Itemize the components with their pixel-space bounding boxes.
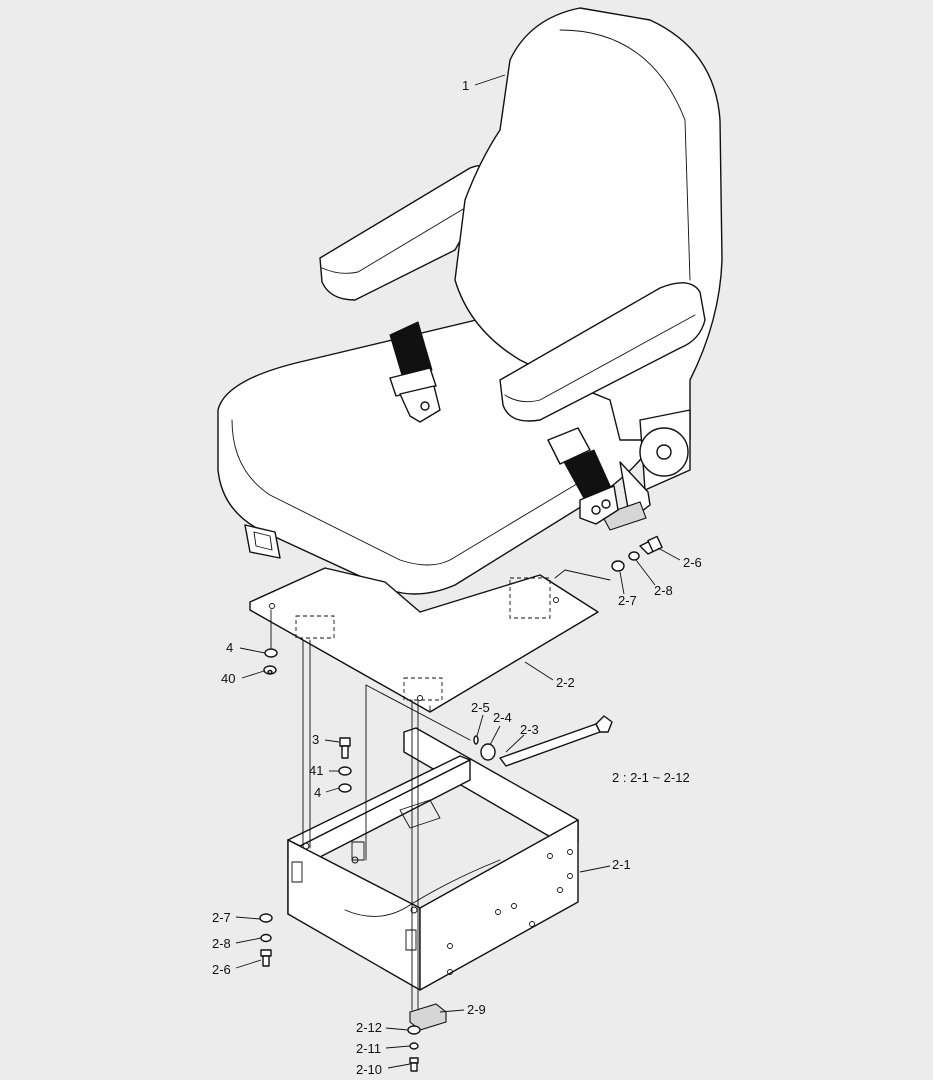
callout-2-1: 2-1 [612,857,631,872]
base-frame [287,727,579,991]
callout-40: 40 [221,671,235,686]
callout-2-6-lower: 2-6 [212,962,231,977]
callout-labels: 1 2-6 2-8 2-7 4 40 2-2 2-5 2-4 2-3 3 41 … [212,78,702,1077]
seat [217,7,723,633]
callout-1: 1 [462,78,469,93]
callout-2-12: 2-12 [356,1020,382,1035]
callout-2-10: 2-10 [356,1062,382,1077]
assembly-note: 2 : 2-1 ~ 2-12 [612,770,690,785]
callout-41: 41 [309,763,323,778]
callout-3: 3 [312,732,319,747]
callout-2-3: 2-3 [520,722,539,737]
fasteners [259,535,663,1072]
callout-2-6: 2-6 [683,555,702,570]
callout-2-7-lower: 2-7 [212,910,231,925]
callout-4: 4 [226,640,233,655]
callout-2-11: 2-11 [356,1041,381,1056]
callout-2-4: 2-4 [493,710,512,725]
callout-4-lower: 4 [314,785,321,800]
callout-2-5: 2-5 [471,700,490,715]
callout-2-2: 2-2 [556,675,575,690]
callout-2-9: 2-9 [467,1002,486,1017]
leader-lines [235,74,681,1069]
callout-2-8-lower: 2-8 [212,936,231,951]
callout-2-8: 2-8 [654,583,673,598]
callout-2-7: 2-7 [618,593,637,608]
alignment-lines [270,609,471,1011]
